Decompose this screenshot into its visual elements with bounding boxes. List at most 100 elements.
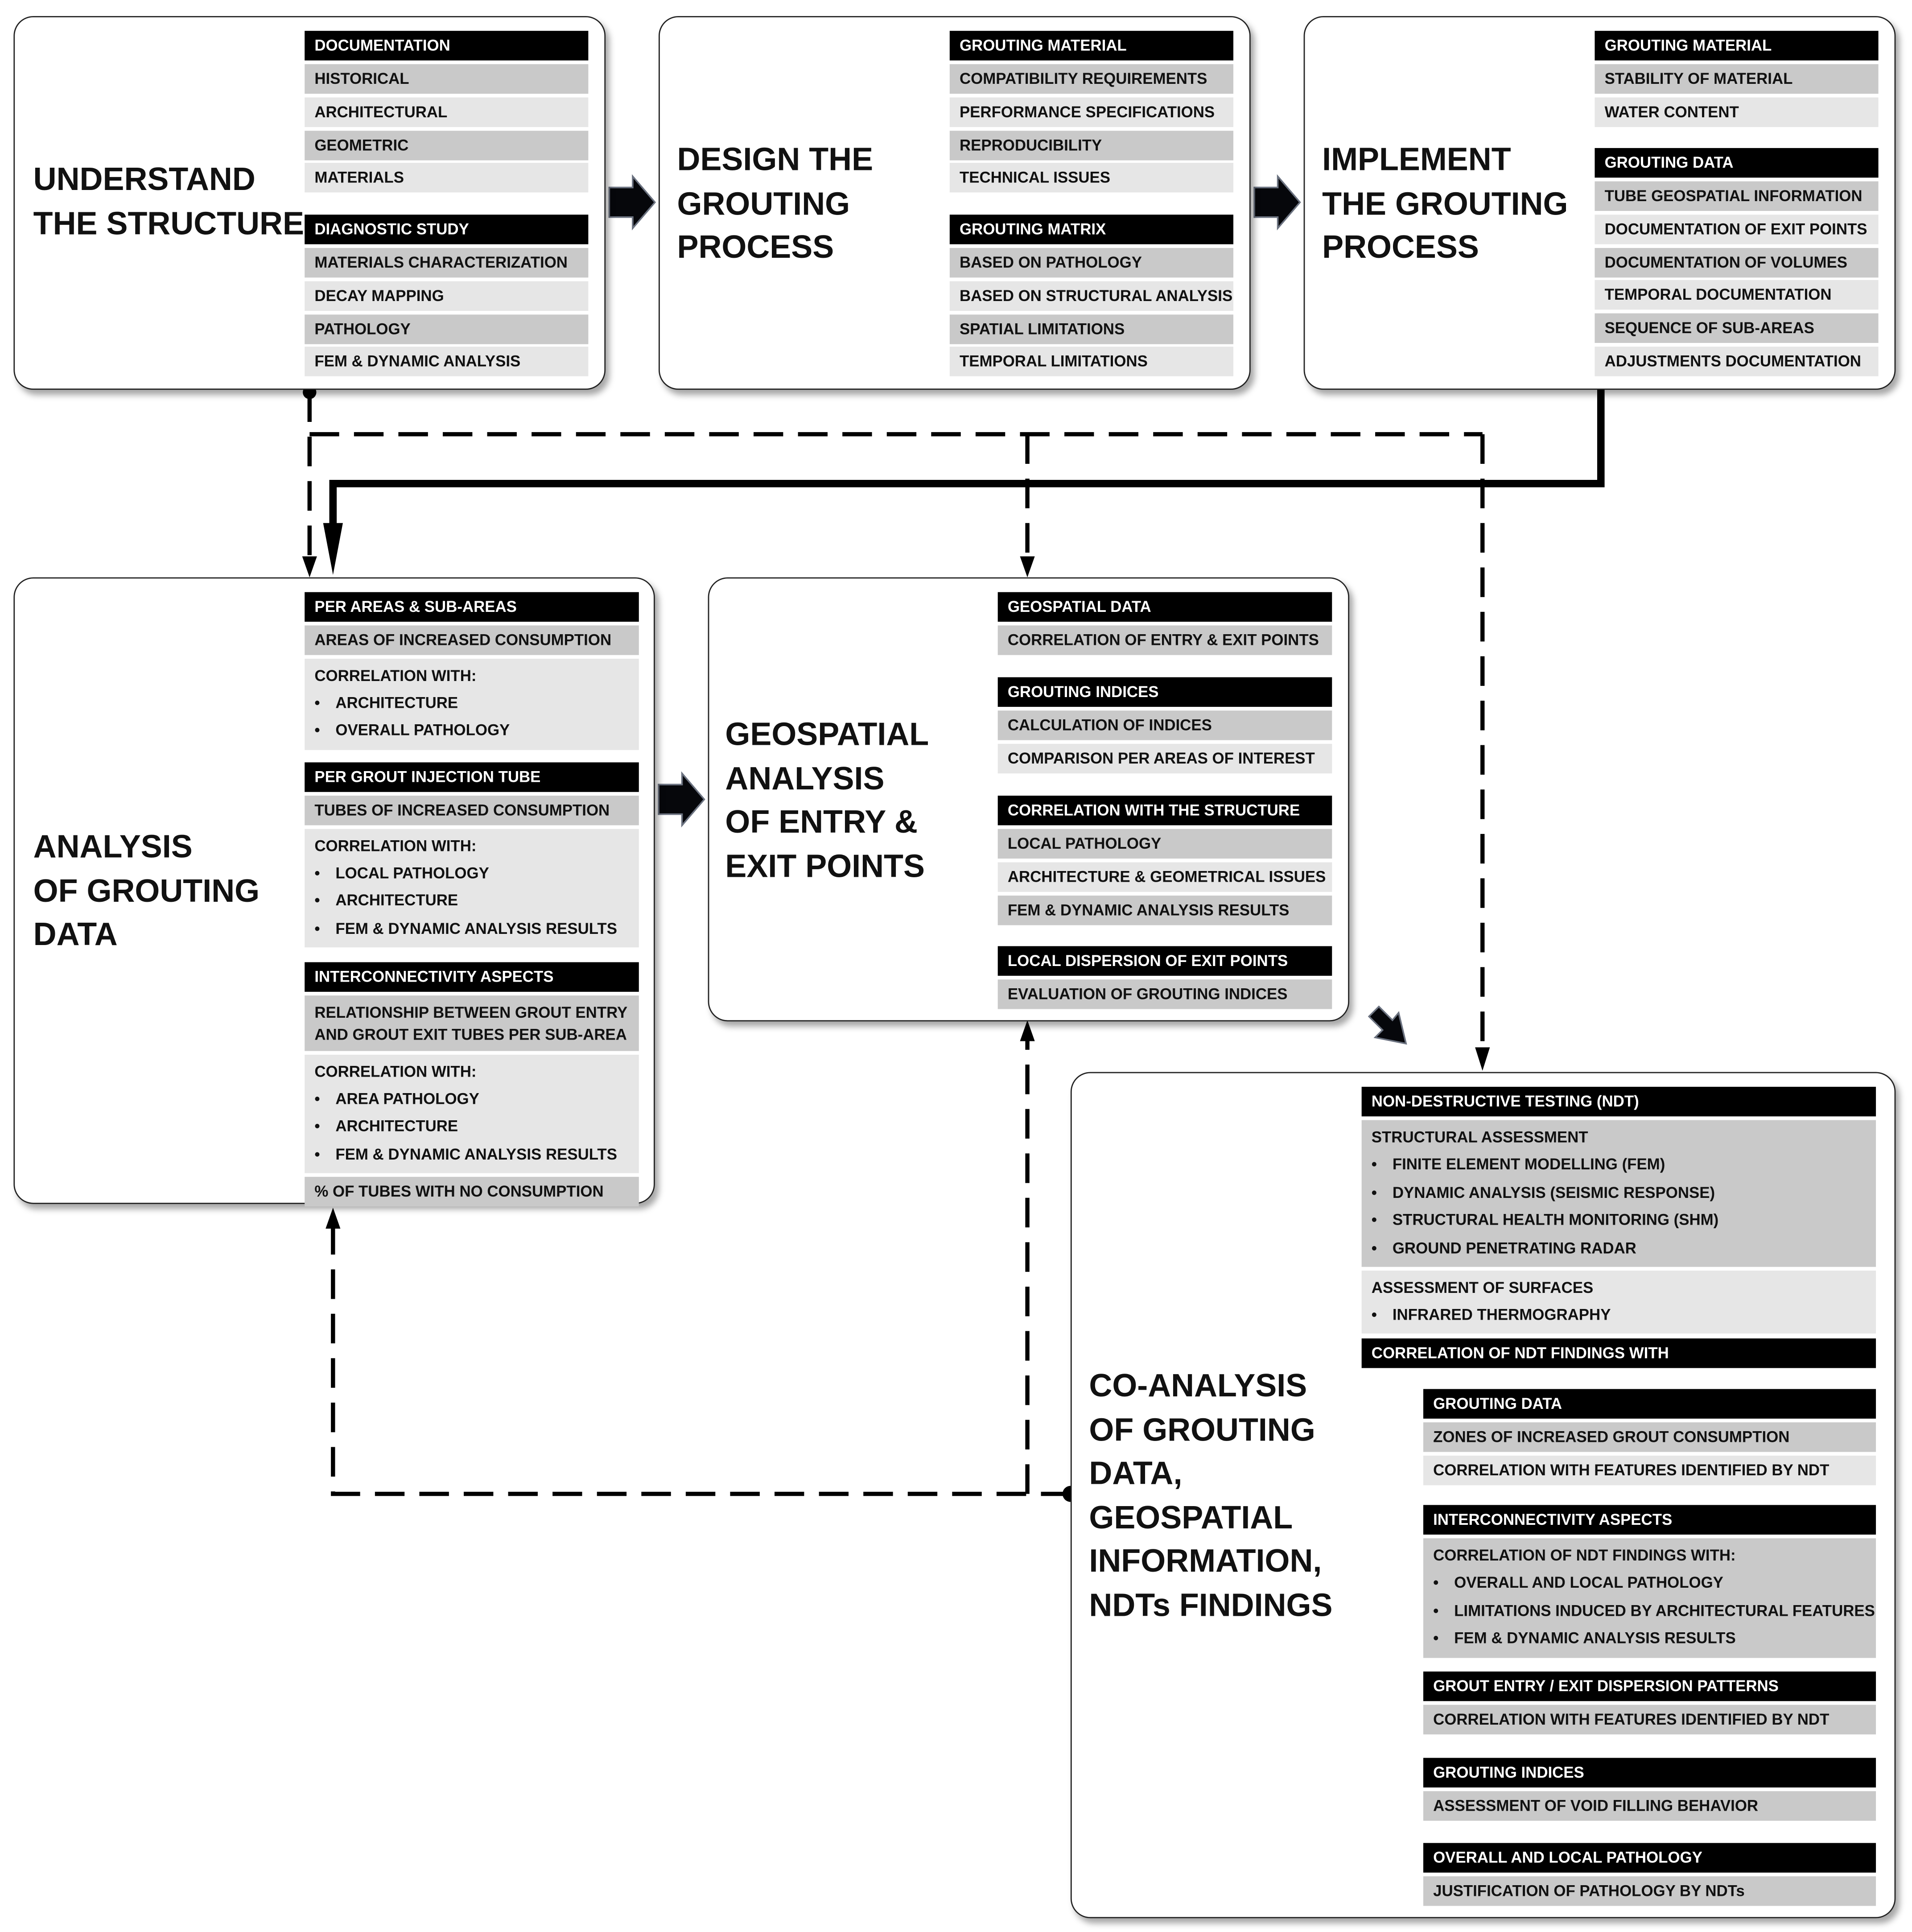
implement-data-group: GROUTING DATA TUBE GEOSPATIAL INFORMATIO… bbox=[1595, 148, 1879, 380]
group-header: DIAGNOSTIC STUDY bbox=[305, 215, 589, 244]
arrow-down-right-icon bbox=[1368, 1005, 1407, 1045]
list-item: CALCULATION OF INDICES bbox=[997, 710, 1332, 740]
list-item: DOCUMENTATION OF EXIT POINTS bbox=[1595, 214, 1879, 244]
bullet-item: ARCHITECTURE bbox=[314, 888, 639, 915]
list-item: FEM & DYNAMIC ANALYSIS RESULTS bbox=[997, 895, 1332, 925]
arrow-right-icon bbox=[608, 174, 656, 231]
list-item: HISTORICAL bbox=[305, 64, 589, 94]
list-item: ZONES OF INCREASED GROUT CONSUMPTION bbox=[1423, 1422, 1876, 1452]
geospatial-structure-group: CORRELATION WITH THE STRUCTURE LOCAL PAT… bbox=[997, 796, 1332, 928]
group-header: GROUTING INDICES bbox=[997, 677, 1332, 707]
co-pathology-group: OVERALL AND LOCAL PATHOLOGY JUSTIFICATIO… bbox=[1423, 1843, 1876, 1909]
co-dispersion-group: GROUT ENTRY / EXIT DISPERSION PATTERNS C… bbox=[1423, 1671, 1876, 1738]
bullet-item: LIMITATIONS INDUCED BY ARCHITECTURAL FEA… bbox=[1433, 1597, 1876, 1625]
list-item: JUSTIFICATION OF PATHOLOGY BY NDTs bbox=[1423, 1876, 1876, 1906]
list-item: CORRELATION WITH FEATURES IDENTIFIED BY … bbox=[1423, 1705, 1876, 1734]
list-item: STABILITY OF MATERIAL bbox=[1595, 64, 1879, 94]
list-item: TECHNICAL ISSUES bbox=[949, 163, 1233, 193]
group-header: GROUTING DATA bbox=[1423, 1389, 1876, 1419]
bullet-item: OVERALL PATHOLOGY bbox=[314, 717, 639, 745]
bullet-item: OVERALL AND LOCAL PATHOLOGY bbox=[1433, 1569, 1876, 1597]
design-matrix-group: GROUTING MATRIX BASED ON PATHOLOGY BASED… bbox=[949, 215, 1233, 380]
arrow-right-icon bbox=[1253, 174, 1301, 231]
group-header: GROUTING MATRIX bbox=[949, 215, 1233, 244]
bullet-item: ARCHITECTURE bbox=[314, 1113, 639, 1141]
bullet-item: GROUND PENETRATING RADAR bbox=[1372, 1234, 1876, 1262]
arrowhead bbox=[326, 1207, 341, 1229]
list-item: PERFORMANCE SPECIFICATIONS bbox=[949, 97, 1233, 127]
list-item: SPATIAL LIMITATIONS bbox=[949, 314, 1233, 344]
co-indices-group: GROUTING INDICES ASSESSMENT OF VOID FILL… bbox=[1423, 1758, 1876, 1825]
analysis-interconnectivity-group: INTERCONNECTIVITY ASPECTS RELATIONSHIP B… bbox=[305, 962, 639, 1210]
group-header: GROUT ENTRY / EXIT DISPERSION PATTERNS bbox=[1423, 1671, 1876, 1701]
list-item: DECAY MAPPING bbox=[305, 281, 589, 311]
geospatial-data-group: GEOSPATIAL DATA CORRELATION OF ENTRY & E… bbox=[997, 592, 1332, 659]
geospatial-title: GEOSPATIAL ANALYSIS OF ENTRY & EXIT POIN… bbox=[725, 715, 929, 884]
list-item: LOCAL PATHOLOGY bbox=[997, 829, 1332, 859]
arrow-right-icon bbox=[658, 771, 705, 828]
group-header: NON-DESTRUCTIVE TESTING (NDT) bbox=[1361, 1086, 1876, 1117]
list-item: COMPATIBILITY REQUIREMENTS bbox=[949, 64, 1233, 94]
group-header: PER AREAS & SUB-AREAS bbox=[305, 592, 639, 622]
bullet-item: FEM & DYNAMIC ANALYSIS RESULTS bbox=[1433, 1625, 1876, 1652]
group-header: PER GROUT INJECTION TUBE bbox=[305, 762, 639, 792]
arrowhead bbox=[1475, 1047, 1490, 1071]
analysis-areas-group: PER AREAS & SUB-AREAS AREAS OF INCREASED… bbox=[305, 592, 639, 753]
list-item: PATHOLOGY bbox=[305, 314, 589, 344]
group-header: CORRELATION OF NDT FINDINGS WITH bbox=[1361, 1338, 1876, 1368]
list-item: TEMPORAL LIMITATIONS bbox=[949, 347, 1233, 377]
group-header: GROUTING INDICES bbox=[1423, 1758, 1876, 1788]
geospatial-indices-group: GROUTING INDICES CALCULATION OF INDICES … bbox=[997, 677, 1332, 777]
list-item: WATER CONTENT bbox=[1595, 97, 1879, 127]
list-item: FEM & DYNAMIC ANALYSIS bbox=[305, 347, 589, 377]
group-header: GROUTING DATA bbox=[1595, 148, 1879, 178]
list-item: CORRELATION WITH: LOCAL PATHOLOGY ARCHIT… bbox=[305, 829, 639, 948]
list-item: COMPARISON PER AREAS OF INTEREST bbox=[997, 743, 1332, 773]
bullet-item: FINITE ELEMENT MODELLING (FEM) bbox=[1372, 1151, 1876, 1179]
implement-material-group: GROUTING MATERIAL STABILITY OF MATERIAL … bbox=[1595, 31, 1879, 130]
list-item: BASED ON STRUCTURAL ANALYSIS bbox=[949, 281, 1233, 311]
list-item: ASSESSMENT OF VOID FILLING BEHAVIOR bbox=[1423, 1791, 1876, 1821]
list-item: CORRELATION OF NDT FINDINGS WITH: OVERAL… bbox=[1423, 1538, 1876, 1658]
bullet-item: FEM & DYNAMIC ANALYSIS RESULTS bbox=[314, 915, 639, 943]
design-material-group: GROUTING MATERIAL COMPATIBILITY REQUIREM… bbox=[949, 31, 1233, 196]
list-item: ADJUSTMENTS DOCUMENTATION bbox=[1595, 347, 1879, 376]
implement-title: IMPLEMENT THE GROUTING PROCESS bbox=[1322, 140, 1568, 265]
arrowhead bbox=[1020, 1020, 1035, 1041]
list-item: GEOMETRIC bbox=[305, 130, 589, 160]
arrowhead bbox=[323, 523, 343, 575]
arrowhead bbox=[1020, 556, 1035, 578]
group-header: DOCUMENTATION bbox=[305, 31, 589, 61]
arrowhead bbox=[302, 556, 317, 578]
co-analysis-title: CO-ANALYSIS OF GROUTING DATA, GEOSPATIAL… bbox=[1089, 1366, 1333, 1623]
list-item: REPRODUCIBILITY bbox=[949, 130, 1233, 160]
list-item: CORRELATION WITH: ARCHITECTURE OVERALL P… bbox=[305, 658, 639, 750]
list-item: TUBE GEOSPATIAL INFORMATION bbox=[1595, 181, 1879, 211]
understand-title: UNDERSTAND THE STRUCTURE bbox=[33, 160, 304, 241]
correlation-header-group: CORRELATION OF NDT FINDINGS WITH bbox=[1361, 1338, 1876, 1372]
bullet-item: FEM & DYNAMIC ANALYSIS RESULTS bbox=[314, 1141, 639, 1168]
ndt-group: NON-DESTRUCTIVE TESTING (NDT) STRUCTURAL… bbox=[1361, 1086, 1876, 1338]
bullet-item: AREA PATHOLOGY bbox=[314, 1086, 639, 1113]
list-item: SEQUENCE OF SUB-AREAS bbox=[1595, 314, 1879, 343]
list-item: CORRELATION WITH: AREA PATHOLOGY ARCHITE… bbox=[305, 1054, 639, 1174]
list-item: MATERIALS CHARACTERIZATION bbox=[305, 248, 589, 278]
analysis-tube-group: PER GROUT INJECTION TUBE TUBES OF INCREA… bbox=[305, 762, 639, 951]
list-item: CORRELATION OF ENTRY & EXIT POINTS bbox=[997, 625, 1332, 655]
list-item: RELATIONSHIP BETWEEN GROUT ENTRY AND GRO… bbox=[305, 995, 639, 1051]
list-item: BASED ON PATHOLOGY bbox=[949, 248, 1233, 278]
group-header: OVERALL AND LOCAL PATHOLOGY bbox=[1423, 1843, 1876, 1873]
analysis-title: ANALYSIS OF GROUTING DATA bbox=[33, 827, 260, 953]
list-item: TEMPORAL DOCUMENTATION bbox=[1595, 280, 1879, 310]
list-item: DOCUMENTATION OF VOLUMES bbox=[1595, 247, 1879, 277]
group-header: CORRELATION WITH THE STRUCTURE bbox=[997, 796, 1332, 826]
bullet-item: INFRARED THERMOGRAPHY bbox=[1372, 1301, 1876, 1329]
understand-diagnostic-group: DIAGNOSTIC STUDY MATERIALS CHARACTERIZAT… bbox=[305, 215, 589, 380]
bullet-item: LOCAL PATHOLOGY bbox=[314, 859, 639, 887]
geospatial-dispersion-group: LOCAL DISPERSION OF EXIT POINTS EVALUATI… bbox=[997, 946, 1332, 1013]
design-title: DESIGN THE GROUTING PROCESS bbox=[677, 140, 874, 265]
bullet-item: STRUCTURAL HEALTH MONITORING (SHM) bbox=[1372, 1206, 1876, 1234]
list-item: ASSESSMENT OF SURFACES INFRARED THERMOGR… bbox=[1361, 1270, 1876, 1334]
co-interconnectivity-group: INTERCONNECTIVITY ASPECTS CORRELATION OF… bbox=[1423, 1505, 1876, 1661]
